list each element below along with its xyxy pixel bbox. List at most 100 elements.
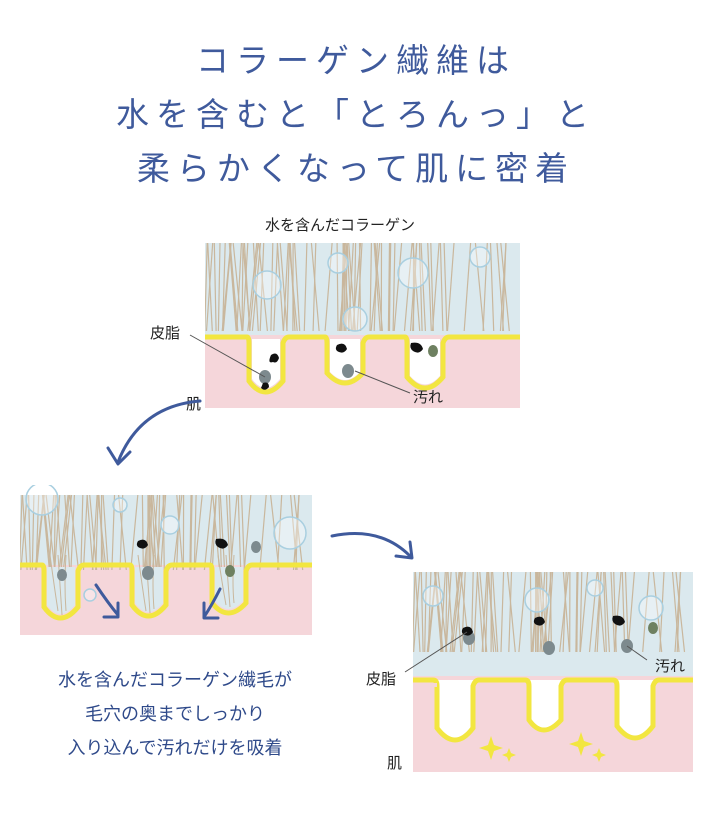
panel3-illustration: [404, 572, 693, 772]
fiber-strand: [449, 572, 460, 653]
fiber-strand: [249, 243, 259, 332]
collagen-fibers: [413, 572, 686, 653]
panel3-sebum-label: 皮脂: [366, 670, 397, 688]
fiber-strand: [414, 572, 421, 653]
panel1-heading: 水を含んだコラーゲン: [265, 216, 416, 234]
fiber-strand: [507, 572, 516, 653]
fiber-strand: [222, 243, 232, 332]
fiber-strand: [213, 243, 217, 332]
fiber-strand: [437, 572, 448, 653]
fiber-strand: [500, 243, 510, 332]
fiber-strand: [427, 243, 432, 332]
fiber-strand: [157, 494, 161, 571]
fiber-strand: [60, 494, 70, 571]
skin-surface-with-pores: [205, 334, 520, 395]
dirt-particle: [428, 345, 438, 357]
fiber-strand: [225, 494, 231, 571]
fiber-strand: [336, 243, 339, 332]
fiber-strand: [413, 572, 421, 653]
fiber-strand: [562, 572, 567, 653]
fiber-strand: [190, 494, 193, 571]
fiber-strand: [258, 243, 268, 332]
fiber-strand: [596, 572, 602, 653]
fiber-strand: [345, 243, 348, 332]
fiber-strand: [562, 572, 570, 653]
fiber-strand: [579, 572, 583, 653]
fiber-strand: [70, 494, 75, 571]
fiber-strand: [603, 572, 607, 653]
fiber-strand: [54, 494, 61, 571]
dirt-leader-line: [354, 370, 411, 394]
fiber-strand: [242, 243, 251, 332]
fiber-strand: [294, 243, 301, 332]
sebum-blob: [335, 343, 347, 353]
fiber-strand: [243, 494, 252, 571]
fiber-strand: [207, 243, 213, 332]
fiber-strand: [492, 572, 499, 653]
fiber-strand: [604, 572, 610, 653]
dirt-particle: [57, 569, 67, 581]
fiber-strand: [642, 572, 650, 653]
fiber-strand: [559, 572, 569, 653]
title-line-2: 水を含むと「とろんっ」と: [116, 95, 596, 134]
fiber-strand: [211, 494, 217, 571]
fiber-strand: [270, 243, 274, 332]
fiber-strand: [676, 572, 681, 653]
fiber-strand: [463, 243, 472, 332]
fiber-strand: [489, 243, 495, 332]
fiber-strand: [369, 243, 372, 332]
sebum-blob: [215, 538, 228, 549]
water-bubbles: [25, 485, 307, 602]
fiber-strand: [151, 494, 157, 571]
fiber-strand: [351, 243, 362, 332]
fiber-strand: [538, 572, 545, 653]
panel2-illustration: [20, 485, 312, 635]
fiber-strand: [219, 494, 226, 571]
fiber-strand: [229, 494, 238, 571]
dirt-particle: [342, 364, 354, 378]
fiber-strand: [387, 243, 391, 332]
fiber-strand: [58, 494, 69, 571]
fiber-strand: [455, 572, 462, 653]
fiber-strand: [675, 572, 686, 653]
fiber-strand: [482, 243, 488, 332]
panel1-sebum-label: 皮脂: [150, 324, 181, 342]
fiber-strand: [496, 243, 505, 332]
sebum-leader-line: [189, 334, 266, 378]
flow-arrow-right: [330, 532, 414, 560]
title-line-3: 柔らかくなって肌に密着: [136, 149, 576, 188]
sebum-blob: [261, 353, 279, 390]
sebum-blob: [533, 616, 545, 626]
fiber-strand: [282, 243, 289, 332]
sebum-leader-line: [404, 631, 468, 673]
sebum-blob: [136, 539, 148, 549]
dirt-particle: [648, 622, 658, 634]
dirt-particle: [142, 566, 154, 580]
fiber-strand: [671, 572, 680, 653]
fiber-strand: [241, 494, 245, 571]
fiber-strand: [232, 243, 243, 332]
fiber-strand: [579, 572, 589, 653]
fiber-strand: [518, 572, 527, 653]
fiber-strand: [64, 494, 71, 571]
fiber-strand: [476, 572, 484, 653]
panel1-illustration: [189, 243, 520, 408]
fiber-strand: [461, 572, 466, 653]
fiber-strand: [353, 243, 357, 332]
fiber-strand: [259, 243, 265, 332]
fiber-strand: [312, 243, 317, 332]
fiber-strand: [508, 572, 513, 653]
fiber-strand: [237, 494, 242, 571]
fiber-strand: [160, 494, 167, 571]
dirt-particle: [225, 565, 235, 577]
fiber-strand: [346, 243, 353, 332]
sparkle-icons: [479, 732, 606, 762]
fiber-strand: [484, 572, 489, 653]
fiber-strand: [370, 243, 381, 332]
fiber-strand: [427, 572, 437, 653]
fiber-strand: [252, 243, 259, 332]
fiber-strand: [418, 243, 423, 332]
main-title: コラーゲン繊維は 水を含むと「とろんっ」と 柔らかくなって肌に密着: [0, 34, 712, 196]
fiber-strand: [45, 494, 56, 571]
panel1-skin-label: 肌: [186, 395, 202, 413]
